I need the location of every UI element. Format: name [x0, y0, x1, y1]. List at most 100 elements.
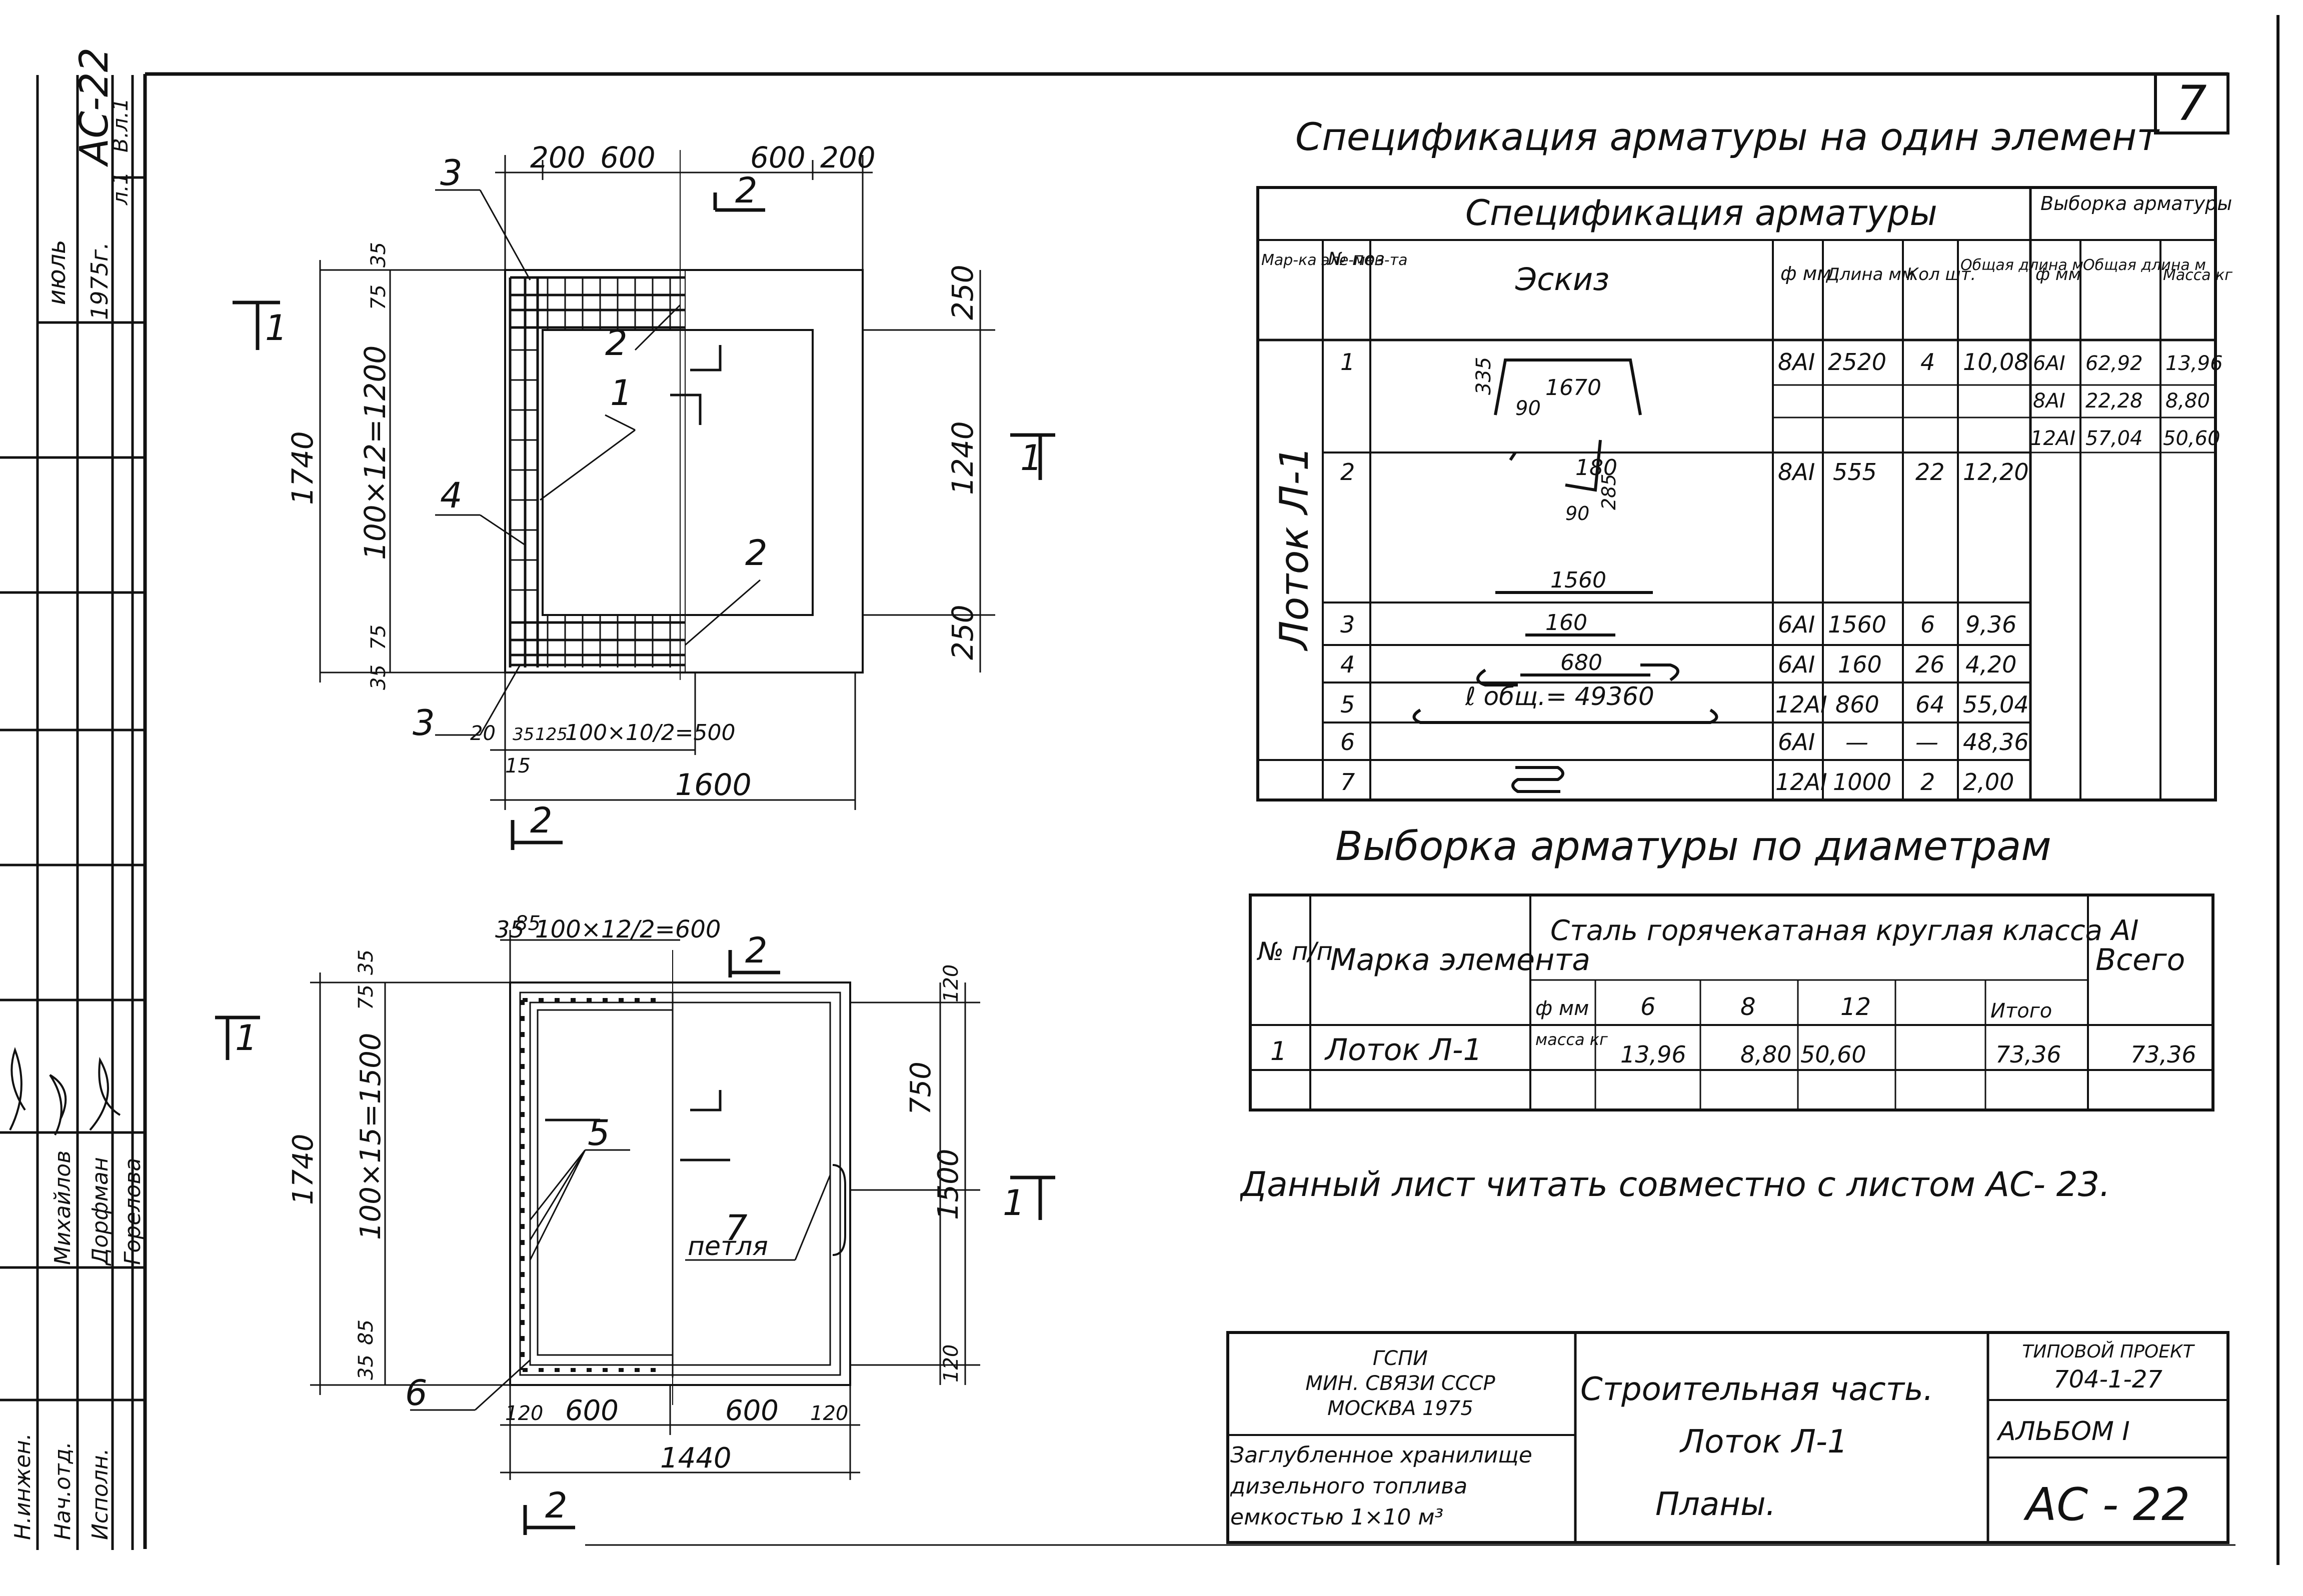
row6-diam: 6АI: [1778, 728, 1815, 756]
callout-3-bot: 3: [413, 702, 435, 744]
sel-row-itogo: 73,36: [1995, 1041, 2061, 1068]
row2-total: 12,20: [1963, 458, 2029, 486]
row4-pos: 4: [1340, 651, 1355, 678]
signature-3: [89, 1056, 121, 1131]
dim-120-bot: 120: [940, 1344, 963, 1382]
callout-2-bot: 2: [745, 532, 768, 574]
dim-75-bot: 75: [367, 624, 390, 650]
dim-125: 125: [535, 724, 568, 744]
dim-1600: 1600: [675, 768, 752, 802]
sel-row-num: 1: [1270, 1036, 1287, 1066]
sel-row-m8: 8,80: [1740, 1041, 1791, 1068]
section-1-left-b: 1: [235, 1018, 258, 1058]
callout-6: 6: [405, 1372, 428, 1414]
row4-total: 4,20: [1965, 651, 2016, 678]
selection-table-grid: [1249, 894, 2214, 1112]
sketch-shapes: [1412, 358, 1718, 793]
spec-col-mark: Мар-ка эле-мен-та: [1261, 252, 1408, 269]
album-label: АЛЬБОМ I: [1996, 1416, 2130, 1446]
stamp-role-3: Исполн.: [88, 1448, 113, 1540]
sel-sub-phi: ф мм: [1535, 997, 1589, 1020]
dim-1740: 1740: [286, 431, 320, 505]
spec-element: Лоток Л-1: [1272, 446, 1317, 652]
dim-35-bot: 35: [367, 664, 390, 690]
dim-750: 750: [905, 1062, 937, 1115]
dim-1500: 1500: [932, 1148, 965, 1220]
row4-diam: 6АI: [1778, 651, 1815, 678]
row7-len: 1000: [1833, 768, 1891, 796]
dim-20: 20: [470, 722, 496, 745]
row3-qty: 6: [1920, 611, 1935, 638]
section-2-top-b: 2: [745, 930, 768, 971]
signature-2: [49, 1074, 67, 1136]
title-block-text: ГСПИ МИН. СВЯЗИ СССР МОСКВА 1975 Строите…: [1305, 1341, 2195, 1531]
spec-title: Спецификация арматуры на один элемент: [1295, 114, 2160, 159]
spec-col-sketch: Эскиз: [1515, 261, 1609, 298]
sel3-diam: 12АI: [2030, 427, 2075, 450]
row6-pos: 6: [1340, 728, 1355, 756]
dim-100x12: 100×12=1200: [358, 346, 392, 560]
sel-col-mark: Марка элемента: [1330, 942, 1590, 978]
row5-total: 55,04: [1963, 691, 2029, 718]
sel-row-m12: 50,60: [1800, 1041, 1866, 1068]
plan-bottom: 35 85 100×12/2=600 35 75 1740 100×15=150…: [215, 912, 1055, 1535]
sketch5-length: 680: [1560, 650, 1602, 676]
sel2-diam: 8АI: [2033, 390, 2065, 412]
row1-qty: 4: [1920, 348, 1935, 376]
selection-title: Выборка арматуры по диаметрам: [1335, 823, 2051, 870]
sketch1-height: 335: [1472, 357, 1495, 395]
typ-project-number: 704-1-27: [2053, 1366, 2162, 1394]
row6-qty: —: [1915, 728, 1938, 756]
spec-table-text: Спецификация арматуры Выборка арматуры М…: [1261, 192, 2232, 796]
sel-sub-6: 6: [1640, 993, 1656, 1021]
title-element: Лоток Л-1: [1679, 1424, 1848, 1460]
row7-qty: 2: [1920, 768, 1935, 796]
row7-total: 2,00: [1963, 768, 2014, 796]
sel2-len: 22,28: [2085, 390, 2143, 412]
sel1-len: 62,92: [2085, 352, 2143, 375]
dim-35-b3: 35: [355, 1354, 378, 1380]
dim-200-b: 200: [820, 140, 876, 174]
sheet-number: 7: [2176, 76, 2206, 132]
spec-col-qty: Кол шт.: [1906, 264, 1976, 284]
row3-pos: 3: [1340, 611, 1355, 638]
side-stamp: [0, 75, 145, 1550]
sketch6-length: ℓ общ.= 49360: [1465, 682, 1654, 711]
dim-1240: 1240: [946, 421, 980, 495]
spec-col-sel-len: Общая длина м: [2083, 256, 2206, 274]
org-line-3: МОСКВА 1975: [1327, 1397, 1473, 1420]
note-block: Данный лист читать совместно с листом АС…: [1240, 1165, 2110, 1204]
spec-group-header: Спецификация арматуры: [1465, 192, 1937, 234]
sel-col-steel: Сталь горячекатаная круглая класса АI: [1550, 914, 2139, 947]
row3-diam: 6АI: [1778, 611, 1815, 638]
row2-qty: 22: [1915, 458, 1945, 486]
org-line-2: МИН. СВЯЗИ СССР: [1305, 1372, 1495, 1395]
row4-qty: 26: [1915, 651, 1945, 678]
dim-15: 15: [505, 754, 531, 778]
plan-top: 200 600 600 200 250 1240 250 1740 100×12…: [233, 140, 1055, 850]
sel-row-mark: Лоток Л-1: [1324, 1032, 1482, 1068]
callout-2-top: 2: [605, 322, 628, 364]
dim-35-top: 35: [367, 242, 390, 268]
stamp-sheet-ref: л.1: [108, 172, 133, 206]
section-2-top: 2: [735, 170, 758, 211]
sketch1-length: 1670: [1545, 375, 1601, 400]
sel-row-total: 73,36: [2130, 1041, 2196, 1068]
row2-diam: 8АI: [1778, 458, 1815, 486]
dim-600-a: 600: [600, 140, 656, 174]
dim-120-r: 120: [810, 1402, 848, 1425]
section-1-right: 1: [1020, 438, 1043, 478]
plan-top-opening: [542, 329, 814, 616]
sel2-mass: 8,80: [2165, 390, 2210, 412]
sel-sub-8: 8: [1740, 993, 1756, 1021]
section-2-bot-b: 2: [545, 1485, 568, 1526]
row5-diam: 12АI: [1775, 691, 1827, 718]
dim-250-b: 250: [946, 604, 980, 660]
section-1-right-b: 1: [1003, 1182, 1025, 1224]
sketch2-angle: 90: [1565, 502, 1589, 524]
dim-100x10: 100×10/2=500: [565, 720, 736, 746]
dim-35-b: 35: [513, 724, 534, 744]
dim-120-l: 120: [505, 1402, 543, 1425]
dim-100x15: 100×15=1500: [355, 1032, 387, 1240]
